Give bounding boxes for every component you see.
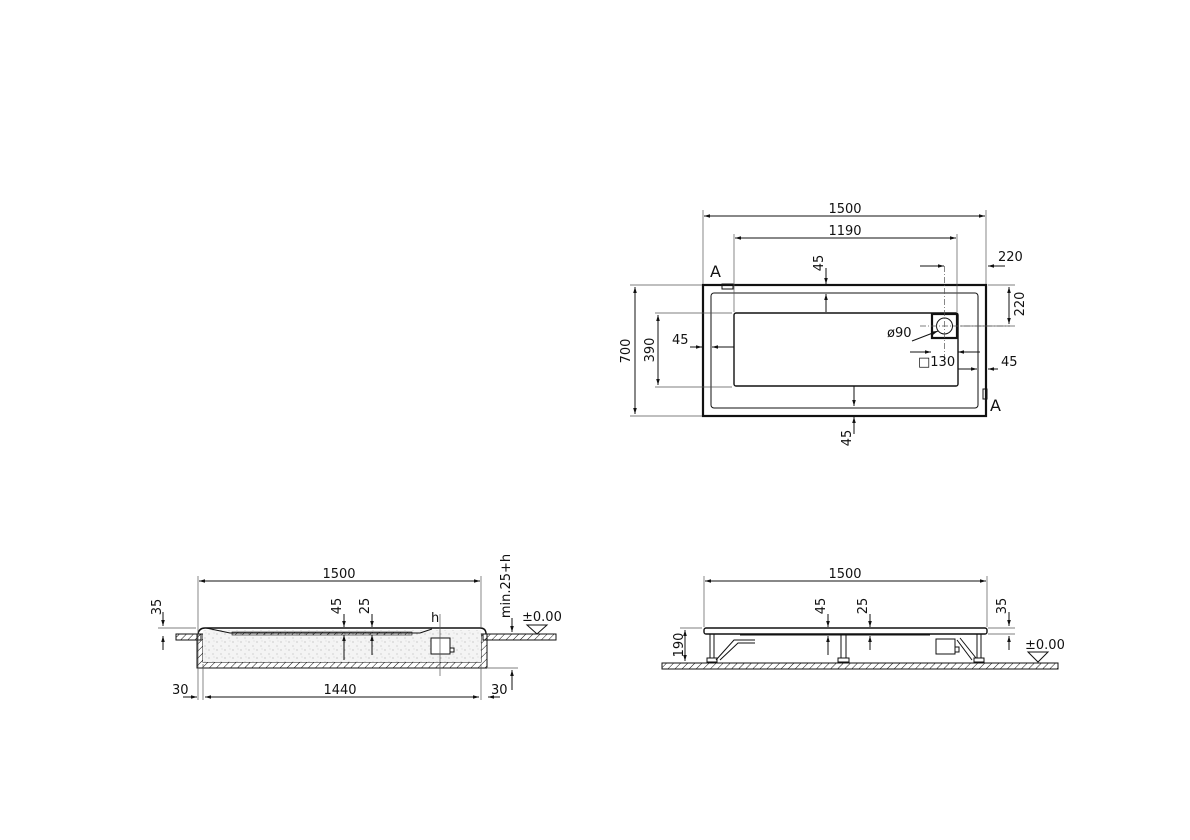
dim-left-gap: 30 bbox=[172, 683, 189, 698]
dim-drain-diameter: ø90 bbox=[887, 326, 912, 341]
dim-depth-25: 25 bbox=[856, 598, 871, 615]
dim-rim-height: 35 bbox=[995, 598, 1010, 615]
dim-drain-square: □130 bbox=[918, 355, 955, 370]
plan-view: A A 1500 1190 220 220 45 45 45 bbox=[619, 202, 1028, 446]
tray-basin bbox=[733, 312, 959, 387]
dim-depth-25: 25 bbox=[358, 598, 373, 615]
dim-overall-length: 1500 bbox=[322, 567, 355, 582]
floor-level-label: ±0.00 bbox=[1025, 638, 1065, 653]
floor-level-label: ±0.00 bbox=[522, 610, 562, 625]
dim-overall-width: 700 bbox=[619, 339, 634, 364]
dim-rim-right: 45 bbox=[1001, 355, 1018, 370]
dim-overall-length: 1500 bbox=[828, 567, 861, 582]
dim-drain-offset-x: 220 bbox=[998, 250, 1023, 265]
tray-rim bbox=[710, 292, 979, 409]
dim-right-gap: 30 bbox=[491, 683, 508, 698]
dim-drain-offset-y: 220 bbox=[1013, 292, 1028, 317]
elevation-view: 1500 190 45 25 35 ±0.00 bbox=[661, 567, 1065, 670]
dim-inner-length: 1440 bbox=[323, 683, 356, 698]
dim-rim-bottom: 45 bbox=[840, 430, 855, 447]
dim-rim-height: 35 bbox=[150, 599, 165, 616]
tray-outline bbox=[701, 283, 988, 418]
section-marker-a: A bbox=[710, 262, 721, 281]
dim-drain-h: h bbox=[431, 611, 439, 626]
section-view: h 1500 1440 30 30 35 45 25 min.25+h bbox=[150, 554, 562, 700]
dim-min-depth: min.25+h bbox=[499, 554, 514, 618]
dim-rim-top: 45 bbox=[812, 255, 827, 272]
dim-height: 190 bbox=[672, 633, 687, 658]
dim-depth-45: 45 bbox=[330, 598, 345, 615]
dim-inner-length: 1190 bbox=[828, 224, 861, 239]
section-marker-a: A bbox=[990, 396, 1001, 415]
dim-depth-45: 45 bbox=[814, 598, 829, 615]
dim-inner-width: 390 bbox=[643, 338, 658, 363]
dim-rim-left: 45 bbox=[672, 333, 689, 348]
dim-overall-length: 1500 bbox=[828, 202, 861, 217]
